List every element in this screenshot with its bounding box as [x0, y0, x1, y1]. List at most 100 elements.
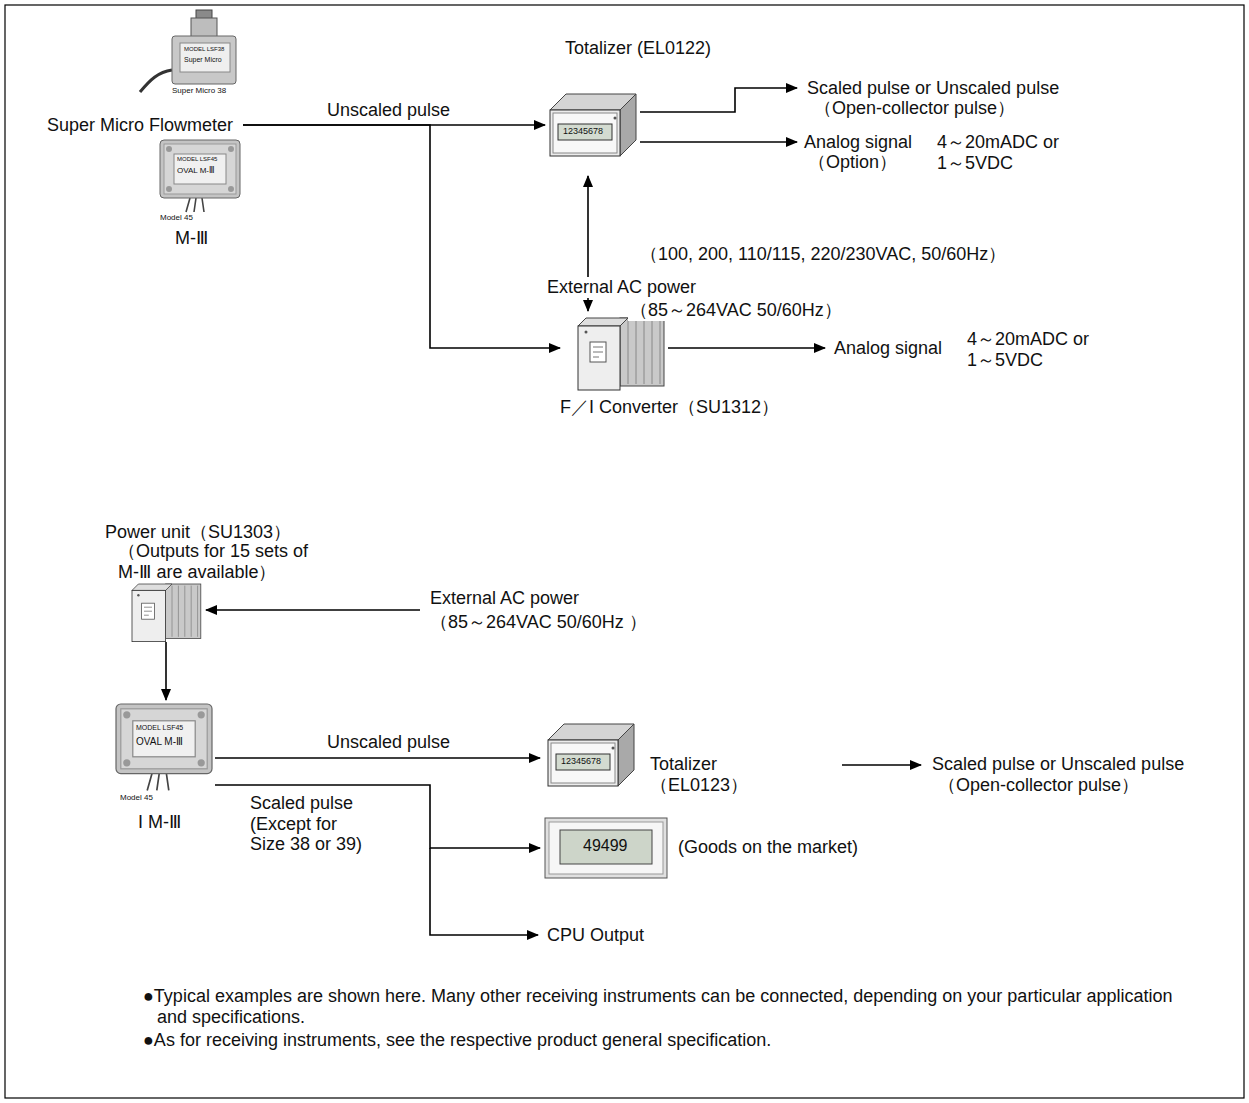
- annotation-text: MODEL LSF45: [136, 724, 183, 732]
- meter-body: [160, 140, 240, 198]
- signal-connector: [215, 757, 540, 759]
- device-node: F／I Converter（SU1312）: [560, 315, 784, 422]
- signal-connector: [165, 642, 167, 700]
- annotation-text: Super Micro 38: [170, 86, 228, 95]
- module-front: [578, 326, 620, 390]
- counter-bezel: [549, 822, 663, 874]
- lcd-window: [560, 830, 652, 864]
- name-plate: [174, 154, 226, 184]
- annotation-text: CPU Output: [545, 925, 646, 946]
- indicator: [585, 331, 588, 334]
- device-note: （Outputs for 15 sets of M-Ⅲ are availabl…: [118, 541, 320, 582]
- module-front: [132, 590, 166, 641]
- module-top: [578, 318, 628, 326]
- counter-case: [545, 818, 667, 878]
- annotation-text: Scaled pulse or Unscaled pulse: [805, 78, 1061, 99]
- front-bezel: [548, 740, 618, 786]
- annotation-text: （Option）: [806, 152, 899, 173]
- cpu-output-arrow: [430, 848, 538, 935]
- device-caption: M-Ⅲ: [175, 228, 208, 249]
- device-caption: Super Micro Flowmeter: [47, 115, 233, 136]
- meter-face: [121, 709, 207, 769]
- window-marks: [593, 347, 603, 357]
- cooling-fins: [628, 320, 660, 384]
- footnote: ●As for receiving instruments, see the r…: [143, 1030, 1209, 1051]
- screw: [198, 759, 205, 766]
- device-node: Totalizer (EL0122): [545, 38, 735, 170]
- indicator: [137, 594, 139, 596]
- annotation-text: （Open-collector pulse）: [936, 775, 1141, 796]
- super-micro-illustration: [140, 10, 236, 92]
- screw: [198, 711, 205, 718]
- front-panel: [553, 113, 617, 153]
- module-body: [620, 318, 664, 386]
- signal-connector: [243, 125, 560, 348]
- annotation-text: External AC power: [545, 277, 698, 298]
- output-arrow: [842, 764, 921, 766]
- signal-label: Scaled pulse (Except for Size 38 or 39): [248, 793, 372, 855]
- totalizer-illustration: [550, 94, 636, 156]
- screw: [228, 186, 234, 192]
- frame-border: [5, 5, 1244, 1098]
- front-bezel: [550, 110, 620, 156]
- device-caption: Power unit（SU1303）: [105, 522, 291, 543]
- power-arrow: [206, 609, 420, 611]
- annotation-text: （Open-collector pulse）: [812, 98, 1017, 119]
- annotation-text: MODEL LSF45: [177, 156, 217, 163]
- front-window: [142, 603, 155, 619]
- annotation-text: Super Micro: [184, 56, 222, 64]
- annotation-text: 49499: [583, 837, 628, 855]
- device-caption: I M-Ⅲ: [138, 812, 181, 833]
- lead-wires: [147, 774, 169, 791]
- lcd-window: [556, 754, 610, 770]
- case-side: [620, 94, 636, 156]
- annotation-text: Scaled pulse or Unscaled pulse: [930, 754, 1186, 775]
- screw: [123, 759, 130, 766]
- name-plate: [180, 43, 230, 72]
- front-panel: [551, 743, 615, 783]
- device-caption: Totalizer (EL0122): [565, 38, 711, 59]
- signal-label: Unscaled pulse: [325, 732, 452, 753]
- lcd-window: [558, 124, 612, 140]
- device-node: Power unit（SU1303）（Outputs for 15 sets o…: [100, 522, 324, 642]
- annotation-text: Model 45: [158, 213, 195, 222]
- device-caption: Totalizer（EL0123）: [650, 754, 754, 795]
- annotation-text: （85～264VAC 50/60Hz）: [628, 300, 844, 321]
- annotation-text: 12345678: [563, 126, 603, 136]
- annotation-text: 12345678: [561, 756, 601, 766]
- cooling-fins: [172, 586, 198, 637]
- device-node: M-Ⅲ: [150, 138, 250, 253]
- annotation-text: Analog signal: [832, 338, 944, 359]
- device-node: I M-Ⅲ: [110, 700, 215, 837]
- output-arrow: [640, 88, 797, 112]
- im3-illustration: [116, 704, 212, 790]
- meter-body: [116, 704, 212, 774]
- annotation-text: Analog signal: [802, 132, 914, 153]
- fitting: [191, 18, 217, 37]
- m3-illustration: [160, 140, 240, 212]
- counter-illustration: [545, 818, 667, 878]
- footnote: ●Typical examples are shown here. Many o…: [143, 986, 1209, 1027]
- annotation-text: MODEL LSF38: [184, 46, 224, 53]
- indicator: [612, 747, 615, 750]
- module-body: [166, 584, 201, 638]
- device-caption: F／I Converter（SU1312）: [560, 397, 779, 418]
- annotation-text: （85～264VAC 50/60Hz ）: [428, 612, 649, 633]
- device-node: Super Micro Flowmeter: [45, 8, 243, 140]
- signal-cable: [140, 70, 172, 92]
- screw: [123, 711, 130, 718]
- totalizer-illustration: [548, 724, 634, 786]
- meter-face: [164, 144, 236, 194]
- case-side: [618, 724, 634, 786]
- power-unit-illustration: [132, 584, 201, 642]
- output-arrow: [640, 141, 797, 143]
- output-arrow: [668, 347, 825, 349]
- annotation-text: 4～20mADC or 1～5VDC: [935, 132, 1071, 173]
- module-top: [132, 584, 172, 590]
- annotation-text: OVAL M-Ⅲ: [177, 166, 215, 175]
- annotation-text: External AC power: [428, 588, 581, 609]
- converter-illustration: [578, 318, 664, 390]
- indicator: [614, 117, 617, 120]
- signal-label: Unscaled pulse: [325, 100, 452, 121]
